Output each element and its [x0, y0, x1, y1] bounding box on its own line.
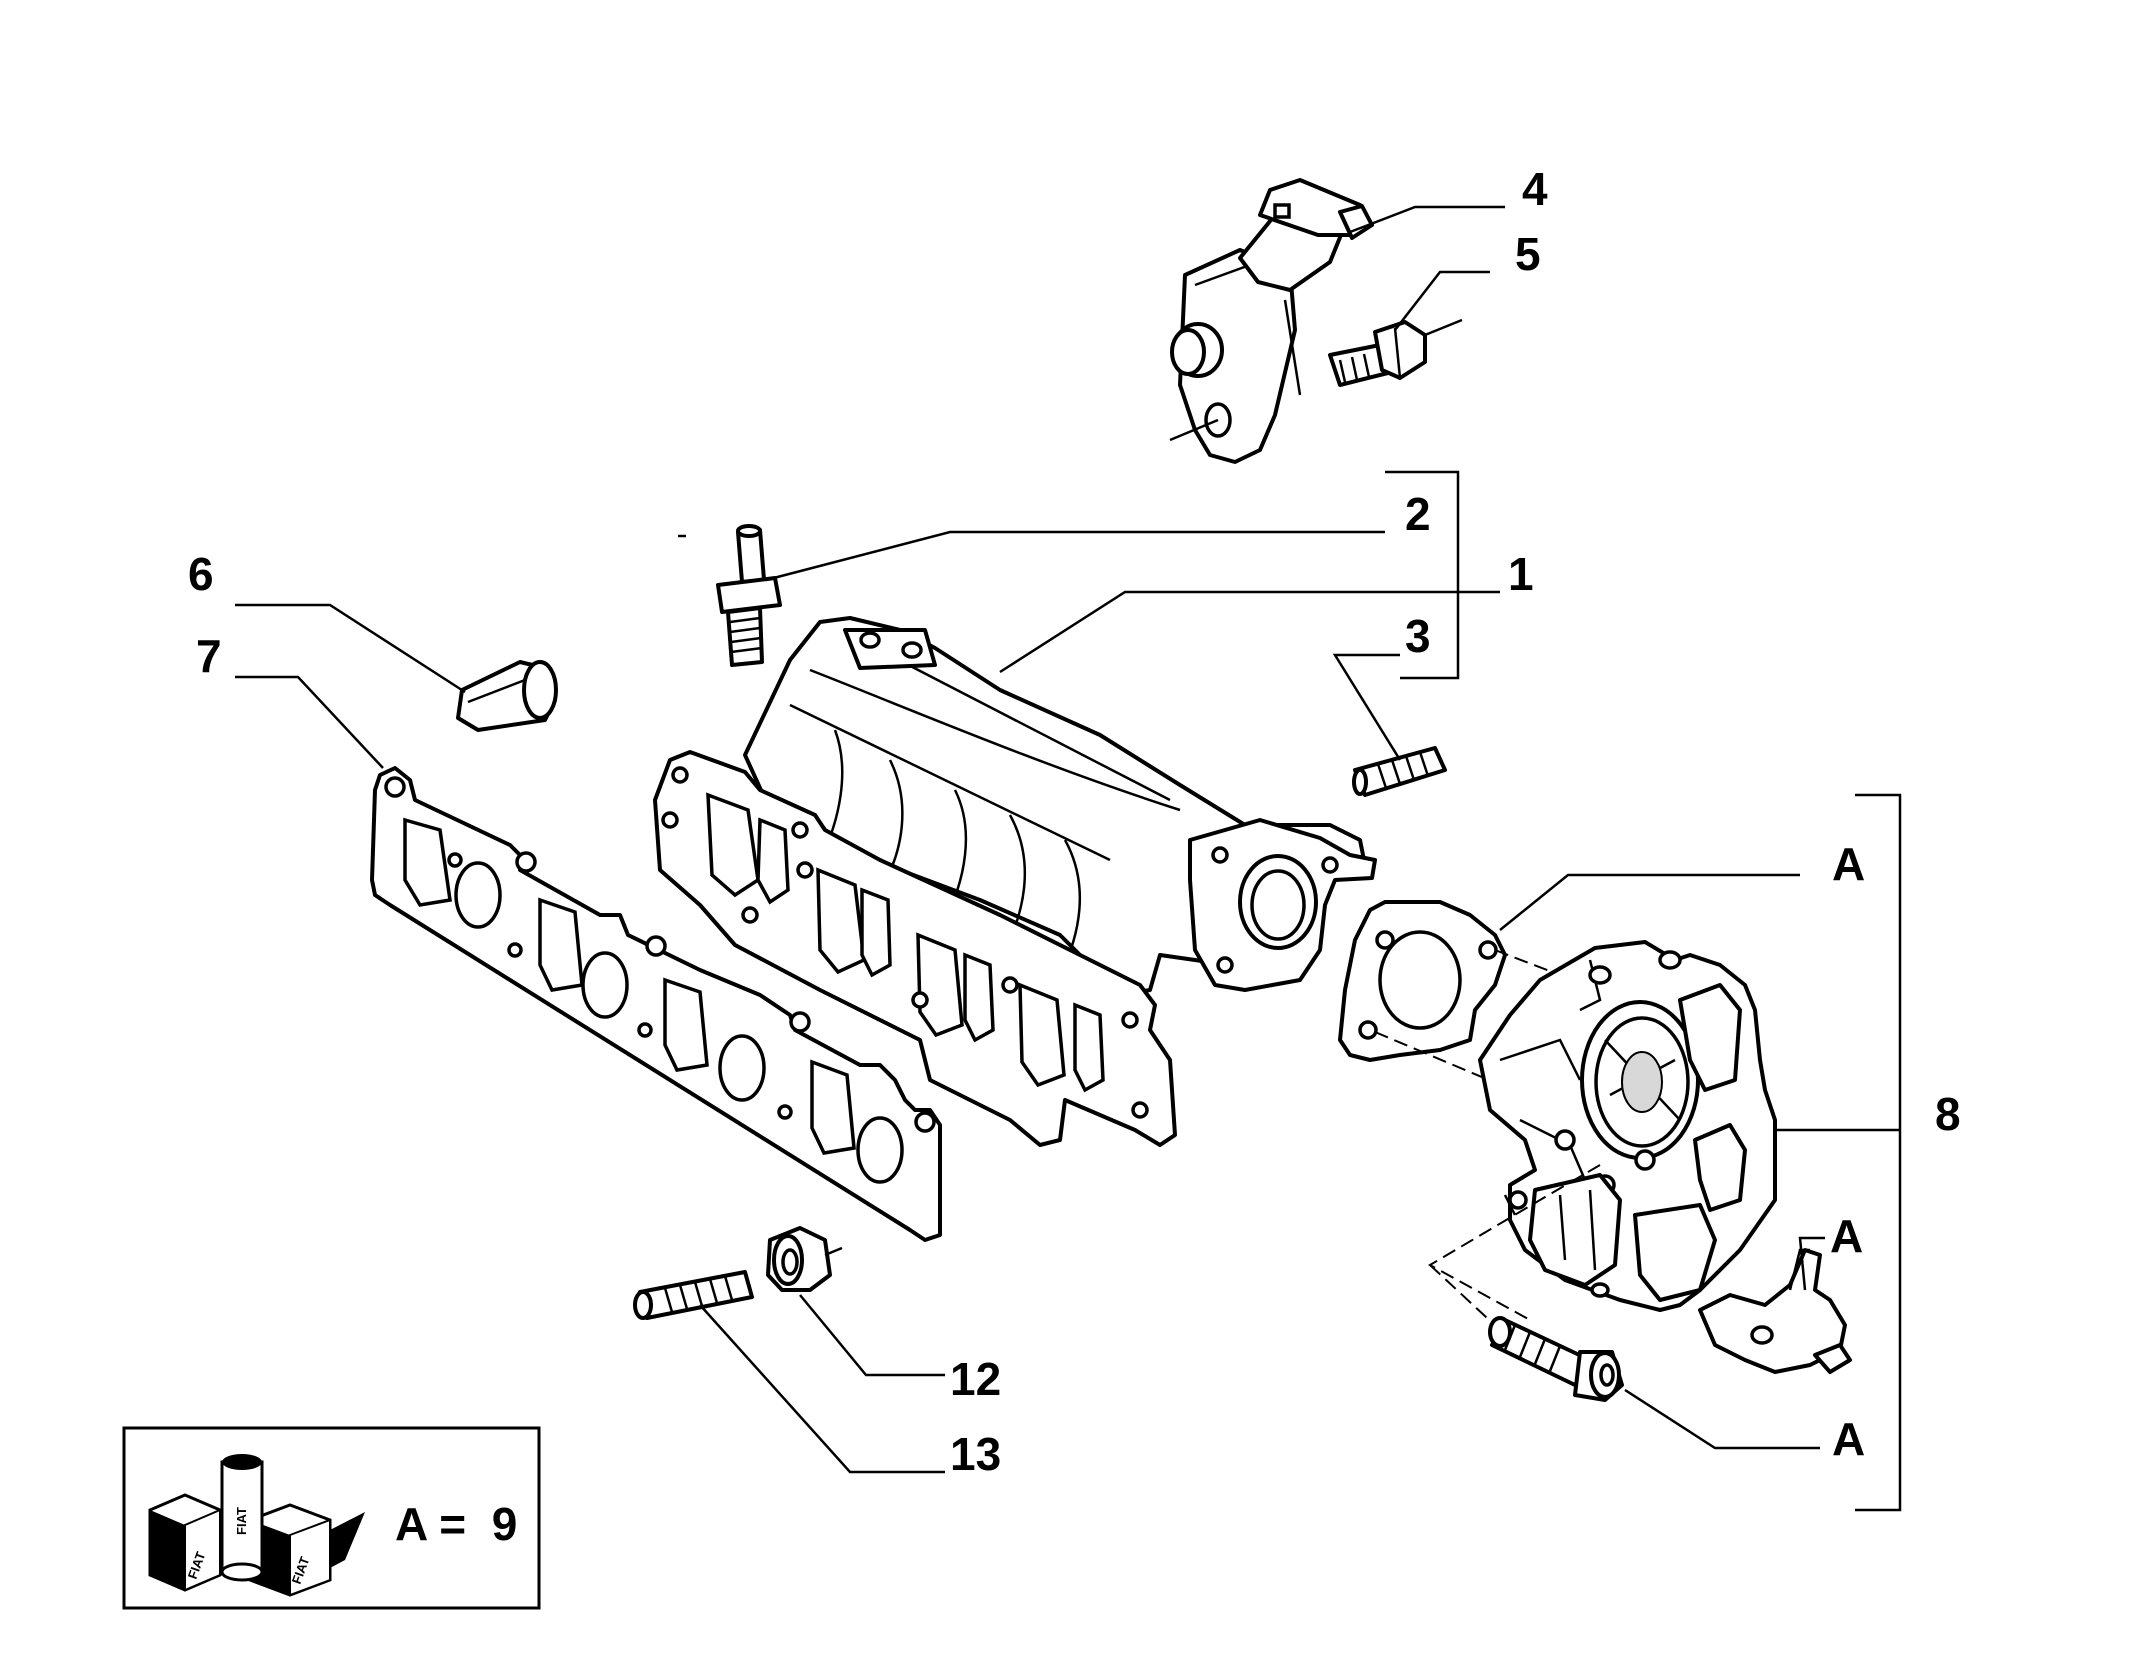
label-5: 5	[1515, 228, 1541, 280]
label-7: 7	[196, 630, 222, 682]
label-6: 6	[188, 548, 214, 600]
label-4: 4	[1522, 163, 1548, 215]
part-12-nut	[766, 1226, 843, 1292]
label-12: 12	[950, 1353, 1001, 1405]
kit-icon: FIAT FIAT FIAT	[148, 1454, 365, 1597]
label-a-top: A	[1832, 838, 1865, 890]
label-3: 3	[1405, 610, 1431, 662]
throttle-gasket	[1338, 900, 1561, 1111]
kit-brand-can: FIAT	[234, 1507, 249, 1535]
part-6-plug	[456, 660, 558, 732]
part-3-stud	[1352, 746, 1447, 797]
part-8-throttle-body	[1427, 940, 1777, 1331]
part-4-sensor	[1169, 178, 1374, 464]
label-2: 2	[1405, 488, 1431, 540]
throttle-bolt	[1488, 1316, 1624, 1402]
label-a-bottom: A	[1832, 1413, 1865, 1465]
part-2-stud	[678, 524, 782, 667]
bracket	[1698, 1248, 1852, 1374]
label-a-mid: A	[1830, 1210, 1863, 1262]
part-5-screw	[1328, 318, 1463, 387]
part-1-intake-manifold	[653, 616, 1377, 1147]
part-7-gasket	[370, 766, 942, 1242]
kit-legend: FIAT FIAT FIAT A = 9	[122, 1426, 541, 1610]
label-8: 8	[1935, 1088, 1961, 1140]
label-1: 1	[1508, 548, 1534, 600]
label-13: 13	[950, 1428, 1001, 1480]
kit-text: A = 9	[395, 1498, 517, 1550]
part-labels: 4 5 2 1 3 6 7 A 8 A A 12 13	[188, 163, 1961, 1480]
part-13-stud	[633, 1270, 754, 1320]
leader-lines	[235, 205, 1902, 1512]
